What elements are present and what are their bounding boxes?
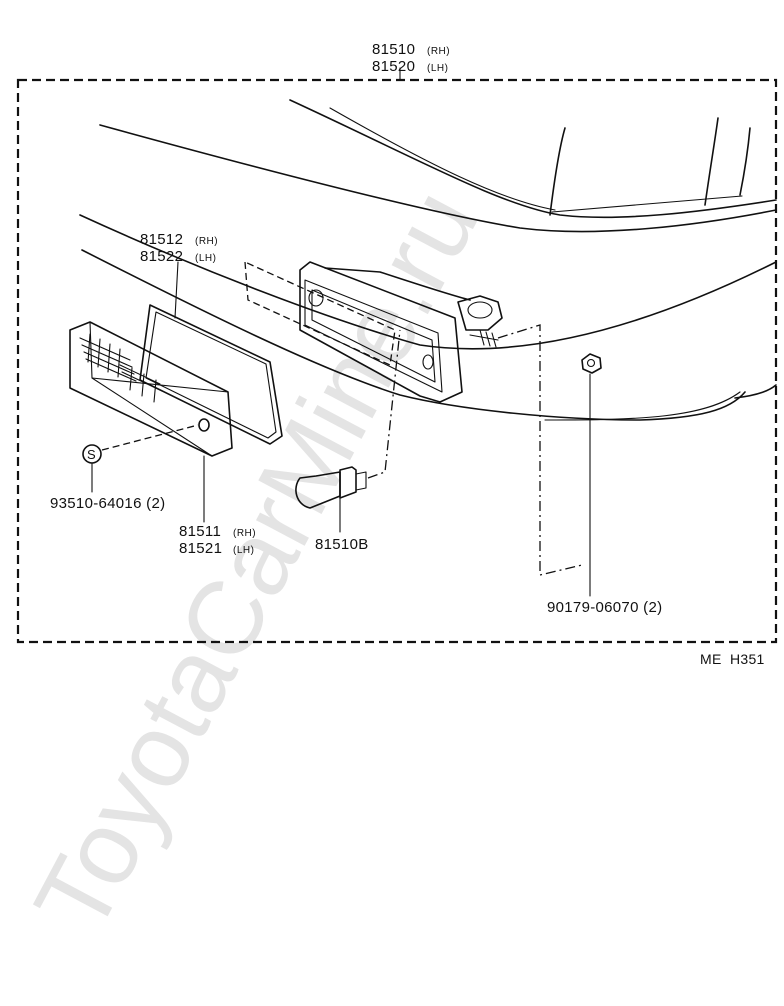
lamp-housing	[299, 261, 503, 403]
lens-lh-tag: (LH)	[233, 545, 254, 556]
screw-leader	[101, 424, 199, 451]
diagram-code: ME H351	[700, 651, 765, 667]
lens-part-lh: 81521	[179, 540, 222, 557]
label-assembly: 81510 (RH) 81520 (LH)	[372, 41, 450, 75]
lens-pattern	[79, 333, 163, 403]
side-marker-lens	[69, 321, 233, 457]
lamp-recess-outline	[244, 260, 396, 366]
bulb-part-label: 81510B	[315, 536, 369, 553]
assembly-part-rh: 81510	[372, 41, 415, 58]
car-body-outline	[79, 99, 777, 421]
gasket-part-lh: 81522	[140, 248, 183, 265]
screw-part-label: 93510-64016 (2)	[50, 495, 165, 512]
screw-symbol-letter: S	[87, 447, 96, 462]
bulb	[295, 466, 367, 509]
gasket-part-rh: 81512	[140, 231, 183, 248]
assembly-rh-tag: (RH)	[427, 46, 450, 57]
bulb-leader	[367, 329, 401, 479]
nut-part-label: 90179-06070 (2)	[547, 599, 662, 616]
nut	[581, 353, 602, 374]
screw-symbol: S	[82, 444, 102, 464]
lens-rh-tag: (RH)	[233, 528, 256, 539]
assembly-boundary	[16, 78, 778, 644]
assembly-lh-tag: (LH)	[427, 63, 448, 74]
nut-leader	[497, 324, 583, 576]
label-gasket: 81512 (RH) 81522 (LH)	[140, 231, 218, 265]
label-lens: 81511 (RH) 81521 (LH)	[179, 523, 256, 557]
lens-part-rh: 81511	[179, 523, 221, 540]
watermark-text: ToyotaCarMine.ru	[13, 172, 501, 951]
gasket-leader	[174, 261, 179, 319]
assembly-part-lh: 81520	[372, 58, 415, 75]
gasket-rh-tag: (RH)	[195, 236, 218, 247]
gasket	[139, 304, 283, 445]
gasket-lh-tag: (LH)	[195, 253, 216, 264]
